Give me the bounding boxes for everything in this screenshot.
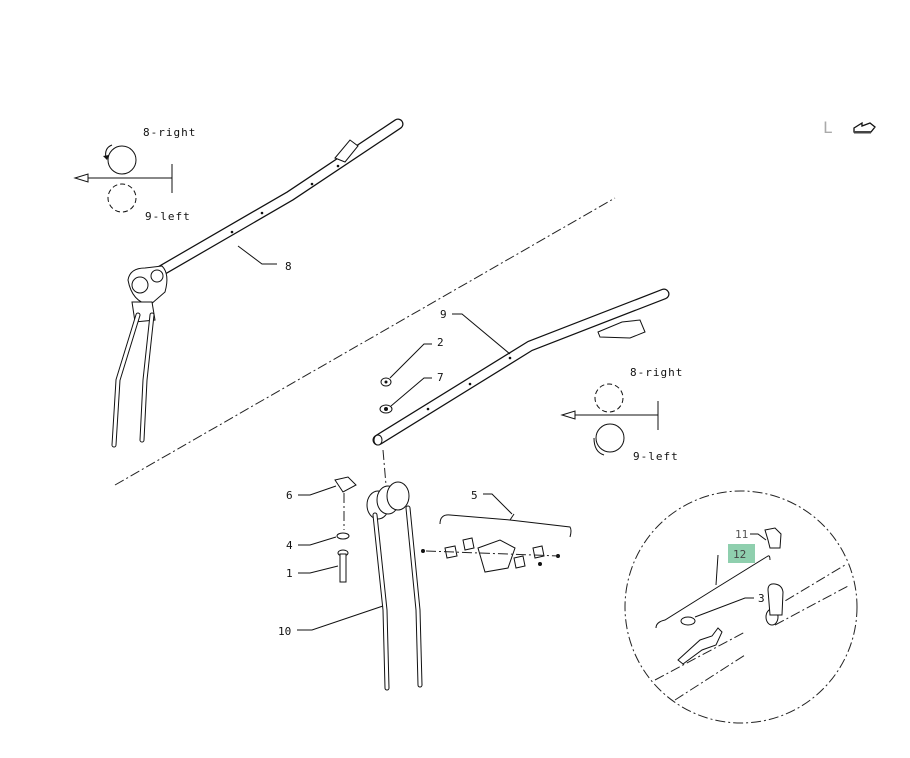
centerline xyxy=(114,197,616,486)
rotation-indicator-bottom: 8-right 9-left xyxy=(560,366,683,463)
callout-10[interactable]: 10 xyxy=(278,625,291,638)
detail-view xyxy=(624,490,858,724)
tube-part-9 xyxy=(372,288,670,446)
callout-4[interactable]: 4 xyxy=(286,539,293,552)
callout-3[interactable]: 3 xyxy=(758,592,765,605)
callout-1[interactable]: 1 xyxy=(286,567,293,580)
tube-part-8 xyxy=(111,118,404,448)
coil-tine-part-10 xyxy=(366,481,423,691)
callout-5[interactable]: 5 xyxy=(471,489,478,502)
plate-part xyxy=(677,627,723,665)
callout-12[interactable]: 12 xyxy=(733,548,746,561)
rotation-label-right: 8-right xyxy=(143,126,196,139)
washer-part-4 xyxy=(336,532,350,540)
callout-9[interactable]: 9 xyxy=(440,308,447,321)
bracket-assembly-part-5 xyxy=(421,513,572,573)
nut-part-2 xyxy=(380,377,392,387)
rotation-label-right: 8-right xyxy=(630,366,683,379)
callout-8[interactable]: 8 xyxy=(285,260,292,273)
bolt-part-1 xyxy=(337,549,349,583)
clip-part-11b xyxy=(767,583,784,616)
callout-6[interactable]: 6 xyxy=(286,489,293,502)
callout-7[interactable]: 7 xyxy=(437,371,444,384)
callout-12-highlight xyxy=(728,544,755,563)
rotation-label-left: 9-left xyxy=(145,210,191,223)
leader-lines xyxy=(237,245,767,631)
rotation-label-left: 9-left xyxy=(633,450,679,463)
clip-part-6 xyxy=(334,476,357,493)
layer-toggle-button[interactable]: L xyxy=(823,118,833,137)
callout-2[interactable]: 2 xyxy=(437,336,444,349)
callout-11[interactable]: 11 xyxy=(735,528,748,541)
washer-part-7 xyxy=(379,404,393,414)
rotation-indicator-top: 8-right 9-left xyxy=(73,126,196,223)
pin-part-3 xyxy=(680,616,696,626)
clip-part-11 xyxy=(764,527,782,549)
export-pointer-icon[interactable] xyxy=(852,120,878,138)
